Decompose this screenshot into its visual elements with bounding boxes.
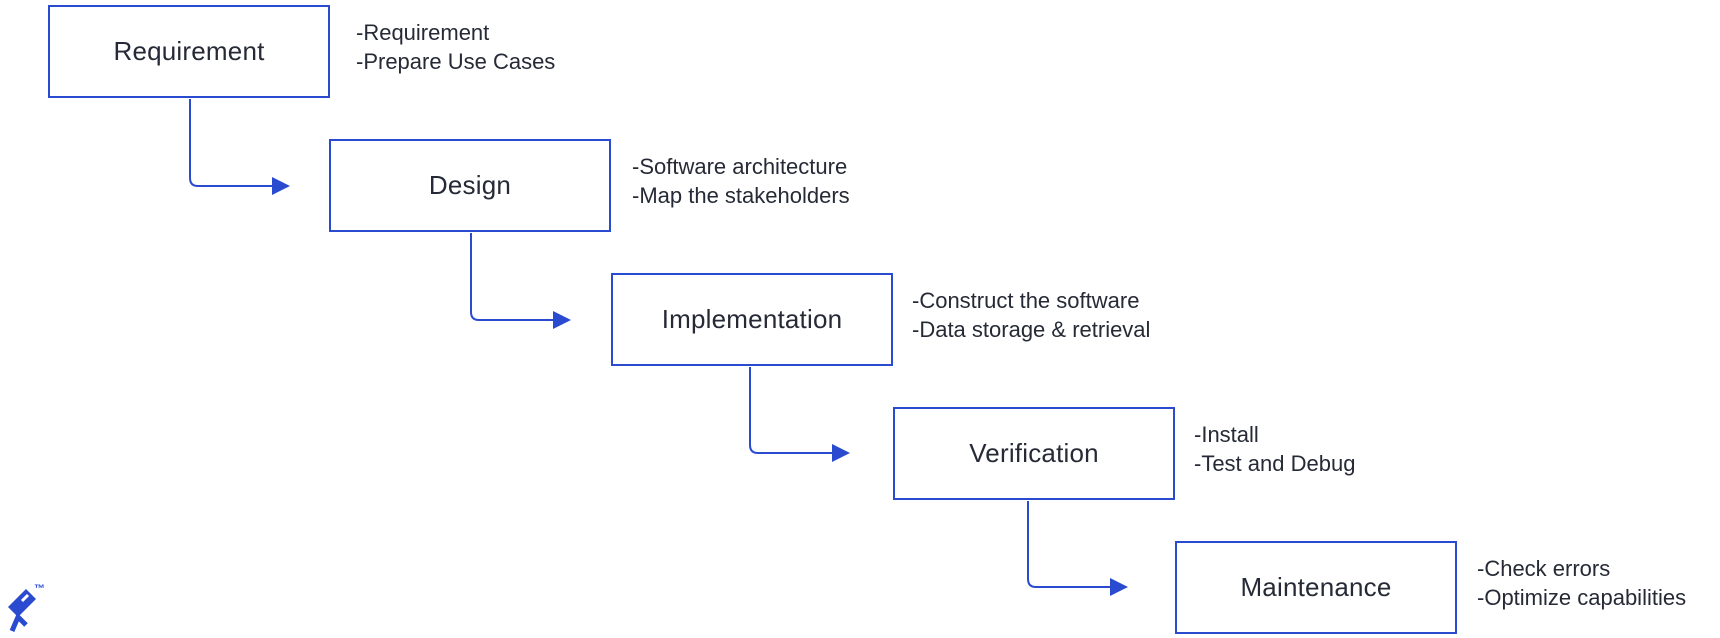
connector-line xyxy=(749,367,832,454)
note-line: -Software architecture xyxy=(632,154,848,179)
stage-label: Design xyxy=(428,170,512,200)
note-line: -Requirement xyxy=(356,20,490,45)
arrowhead-icon xyxy=(1110,578,1128,596)
stage-label: Requirement xyxy=(113,36,265,66)
stage-verification: Verification xyxy=(893,407,1175,500)
connector-line xyxy=(470,233,553,321)
arrowhead-icon xyxy=(272,177,290,195)
stage-label: Verification xyxy=(969,438,1099,468)
stage-implementation: Implementation xyxy=(611,273,893,366)
trademark-mark: ™ xyxy=(34,583,45,595)
arrowhead-icon xyxy=(832,444,850,462)
note-line: -Install xyxy=(1194,422,1259,447)
stage-label: Implementation xyxy=(661,304,843,334)
stage-design: Design xyxy=(329,139,611,232)
connector-implementation-to-verification xyxy=(749,367,850,462)
note-line: -Map the stakeholders xyxy=(632,183,850,208)
arrowhead-icon xyxy=(553,311,571,329)
note-line: -Check errors xyxy=(1477,556,1611,581)
stage-maintenance: Maintenance xyxy=(1175,541,1457,634)
note-line: -Prepare Use Cases xyxy=(356,49,556,74)
note-line: -Optimize capabilities xyxy=(1477,585,1687,610)
stage-notes-implementation: -Construct the software -Data storage & … xyxy=(912,286,1150,344)
stage-notes-maintenance: -Check errors -Optimize capabilities xyxy=(1477,554,1686,612)
connector-verification-to-maintenance xyxy=(1027,501,1128,596)
note-line: -Construct the software xyxy=(912,288,1140,313)
note-line: -Data storage & retrieval xyxy=(912,317,1151,342)
stage-label: Maintenance xyxy=(1240,572,1392,602)
stage-notes-verification: -Install -Test and Debug xyxy=(1194,420,1355,478)
connector-line xyxy=(1027,501,1110,588)
connector-requirement-to-design xyxy=(189,99,290,195)
stage-notes-design: -Software architecture -Map the stakehol… xyxy=(632,152,850,210)
connector-line xyxy=(189,99,272,187)
toptal-logo-icon xyxy=(8,589,36,632)
stage-notes-requirement: -Requirement -Prepare Use Cases xyxy=(356,18,555,76)
connector-design-to-implementation xyxy=(470,233,571,329)
note-line: -Test and Debug xyxy=(1194,451,1356,476)
stage-requirement: Requirement xyxy=(48,5,330,98)
